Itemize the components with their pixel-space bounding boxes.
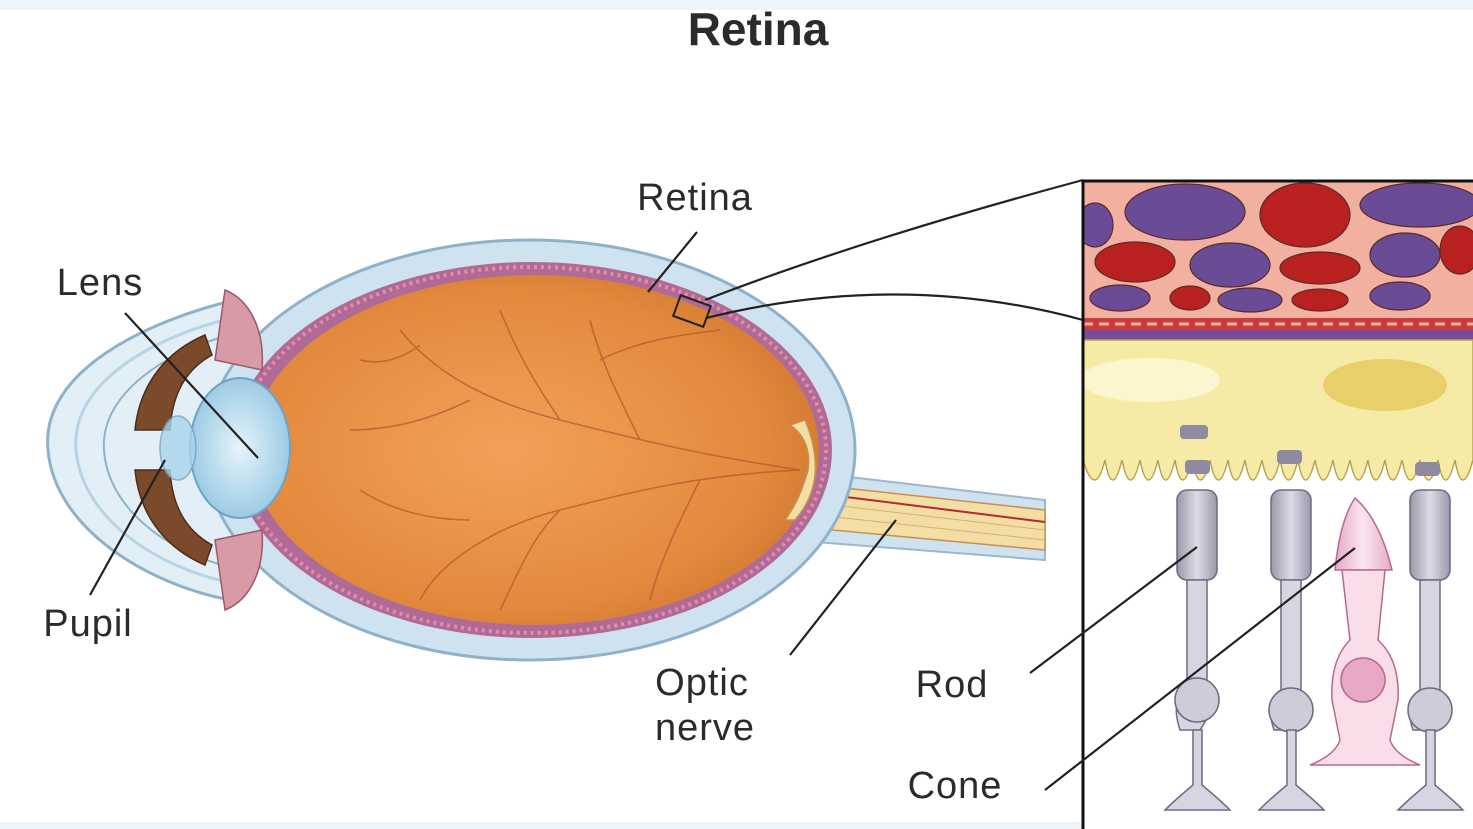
rod-label: Rod [916,664,989,706]
vitreous-body [251,275,819,625]
zoom-line-top [705,180,1083,300]
diagram-title: Retina [688,3,829,55]
cone-label: Cone [908,765,1003,807]
retina-label: Retina [637,177,753,219]
optic-nerve-label-line2: nerve [655,707,755,749]
optic-nerve-label-line1: Optic [655,662,749,704]
retina-inset [1077,180,1473,829]
lens-label: Lens [57,262,143,304]
eyeball [48,240,1045,660]
pupil-label: Pupil [43,603,133,645]
epithelium-nucleus [1323,359,1447,411]
